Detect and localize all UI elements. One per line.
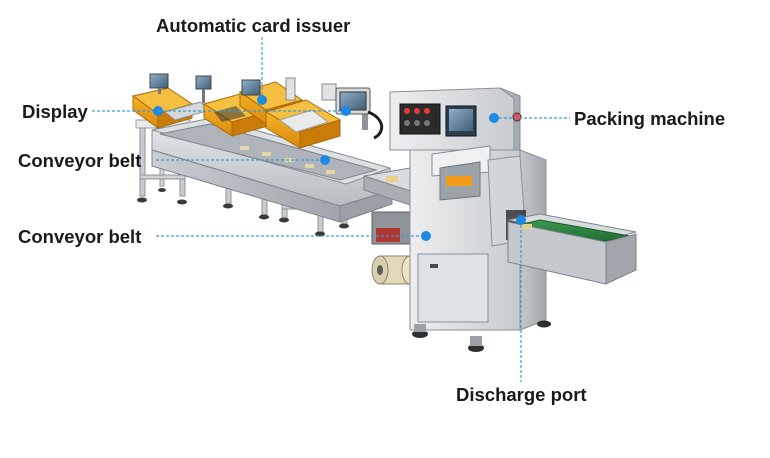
label-display: Display [22, 101, 88, 122]
leader-conveyor-belt-upper [156, 155, 330, 165]
callout-leaders [92, 37, 570, 382]
label-automatic-card-issuer: Automatic card issuer [156, 15, 351, 36]
leader-packing-machine [489, 113, 570, 123]
leader-display [92, 106, 351, 116]
leader-conveyor-belt-lower [156, 231, 431, 241]
packing-machine [389, 87, 637, 352]
discharge-conveyor [507, 213, 637, 285]
belt-product-items [240, 146, 335, 174]
main-cabinet [409, 145, 551, 352]
label-packing-machine: Packing machine [574, 108, 726, 129]
control-panel [389, 87, 522, 151]
leader-discharge-port [516, 215, 526, 382]
card-issuer-unit-4 [264, 83, 342, 149]
long-conveyor [151, 117, 393, 223]
label-discharge-port: Discharge port [456, 384, 587, 405]
label-conveyor-belt-upper: Conveyor belt [18, 150, 142, 171]
leader-card-issuer [257, 37, 267, 105]
card-issuer-line [131, 73, 472, 285]
label-conveyor-belt-lower: Conveyor belt [18, 226, 142, 247]
card-issuer-unit-1 [131, 73, 212, 129]
